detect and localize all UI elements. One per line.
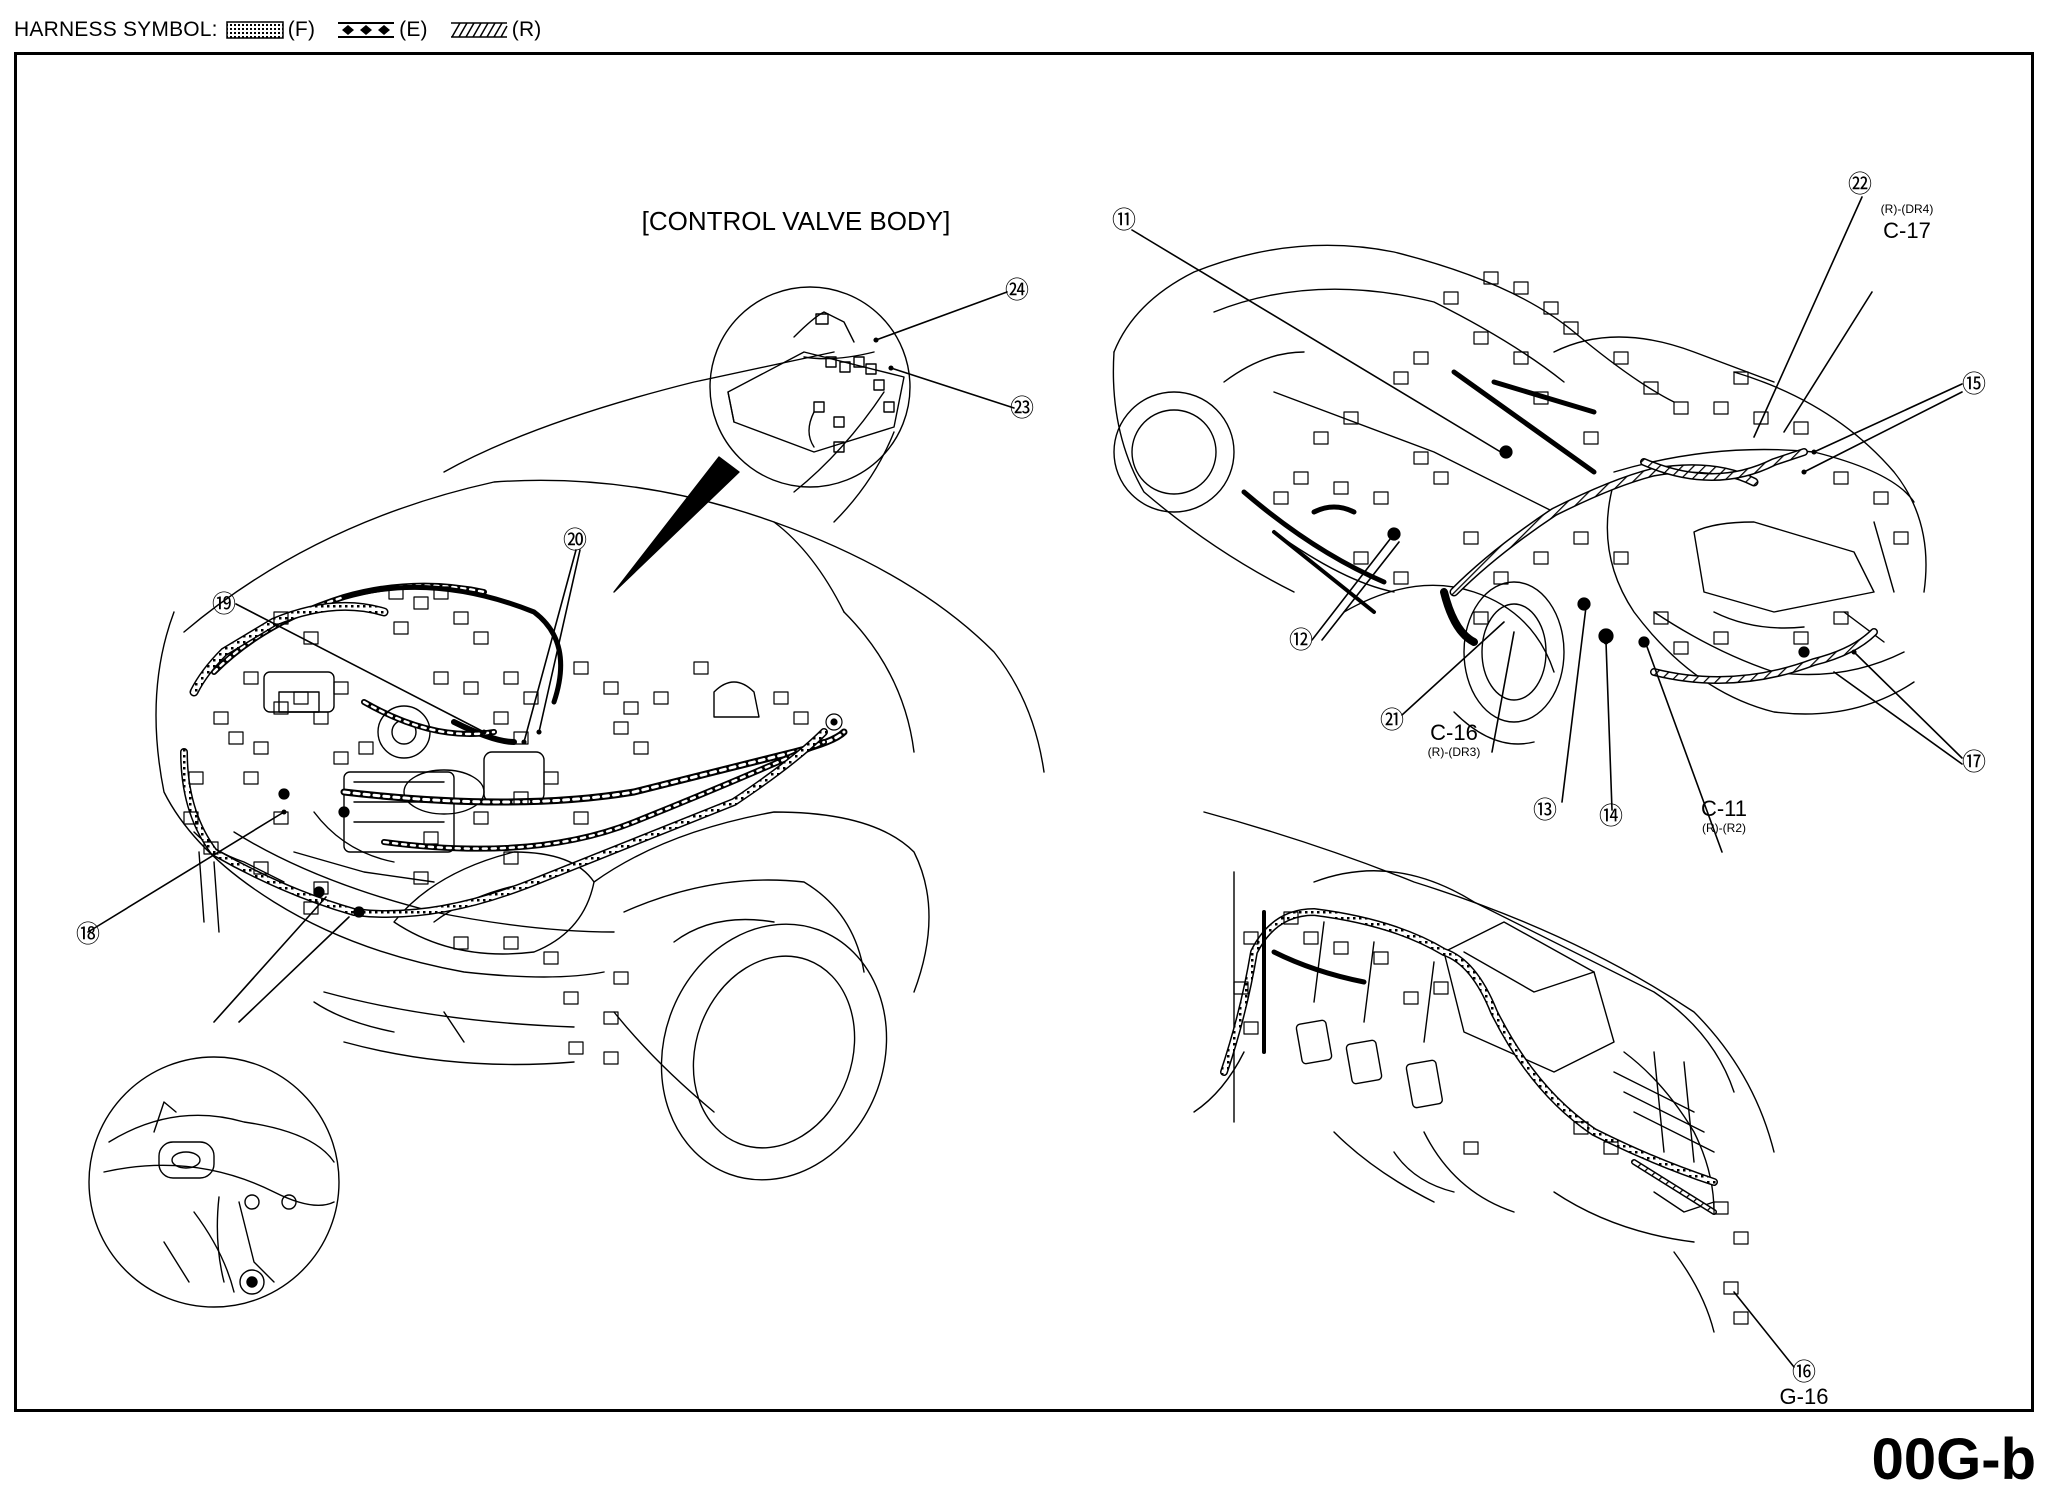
c17-code: C-17 xyxy=(1883,218,1931,243)
callout-12: ⑫ xyxy=(1289,627,1313,654)
callout-14: ⑭ xyxy=(1599,803,1623,830)
rear-leader-lines xyxy=(1131,196,1963,853)
inset-pointer-wedge xyxy=(613,456,740,593)
ground-inset xyxy=(88,1056,340,1308)
legend-code: (R) xyxy=(511,18,542,41)
legend-item-engine: (E) xyxy=(337,18,428,42)
wiring-harness-diagram: [CONTROL VALVE BODY] ⑲ ⑳ ㉔ ㉓ ⑱ ⑪ ⑫ ㉑ ⑬ ⑭… xyxy=(76,171,1986,1409)
legend-item-rear: (R) xyxy=(450,18,542,42)
callout-17: ⑰ xyxy=(1962,749,1986,776)
page-code: 00G-b xyxy=(1871,1427,2036,1492)
dashboard-connectors xyxy=(1233,911,1749,1325)
rear-connectors xyxy=(1273,271,1909,658)
legend-code: (E) xyxy=(399,18,428,41)
callout-13: ⑬ xyxy=(1533,797,1557,824)
dashboard-harness xyxy=(1220,908,1718,1215)
legend-title: HARNESS SYMBOL: xyxy=(14,18,218,41)
diagram-frame xyxy=(14,52,2034,1412)
callout-16: ⑯ xyxy=(1792,1359,1816,1386)
callout-24: ㉔ xyxy=(1005,277,1029,304)
g16-leader xyxy=(1733,1291,1795,1368)
callout-20: ⑳ xyxy=(563,527,587,554)
legend-code: (F) xyxy=(287,18,316,41)
front-leader-lines xyxy=(87,291,1015,1023)
c16-sub: (R)-(DR3) xyxy=(1428,745,1481,759)
c17-sub: (R)-(DR4) xyxy=(1881,202,1934,216)
diamond-chain-icon xyxy=(337,20,395,40)
dashboard-outline xyxy=(1193,811,1775,1333)
diagonal-hatch-icon xyxy=(450,20,508,40)
rear-harness xyxy=(1241,369,1878,684)
callout-15: ⑮ xyxy=(1962,371,1986,398)
legend-item-front: (F) xyxy=(225,18,316,42)
front-car-outline xyxy=(155,351,1045,1181)
c16-code: C-16 xyxy=(1430,720,1478,745)
callout-21: ㉑ xyxy=(1380,707,1404,734)
c11-sub: (R)-(R2) xyxy=(1702,821,1746,835)
control-valve-inset xyxy=(709,286,911,488)
callout-11: ⑪ xyxy=(1112,207,1136,234)
inset-title: [CONTROL VALVE BODY] xyxy=(642,206,951,236)
harness-symbol-legend: HARNESS SYMBOL: (F) xyxy=(14,14,556,46)
callout-18: ⑱ xyxy=(76,921,100,948)
callout-19: ⑲ xyxy=(212,591,236,618)
g16-code: G-16 xyxy=(1780,1384,1829,1409)
callout-22: ㉒ xyxy=(1848,171,1872,198)
c11-code: C-11 xyxy=(1701,796,1747,821)
front-connectors xyxy=(183,586,843,1065)
dotted-grid-icon xyxy=(225,20,284,40)
front-harness-front xyxy=(180,601,828,918)
callout-23: ㉓ xyxy=(1010,395,1034,422)
